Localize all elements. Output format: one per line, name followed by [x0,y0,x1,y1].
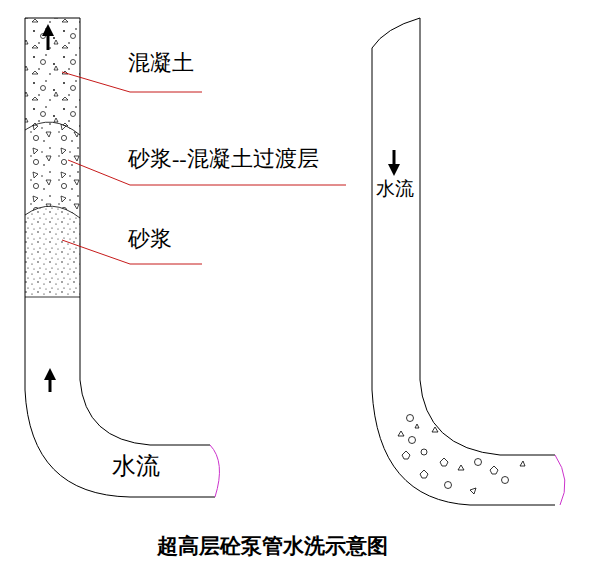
flow-label: 水流 [376,178,414,201]
flow-label: 水流 [112,452,160,481]
part-label: 混凝土 [128,50,194,76]
figure-caption: 超高层砼泵管水洗示意图 [157,534,388,559]
part-label: 砂浆--混凝土过渡层 [128,146,319,172]
part-label: 砂浆 [128,226,172,252]
